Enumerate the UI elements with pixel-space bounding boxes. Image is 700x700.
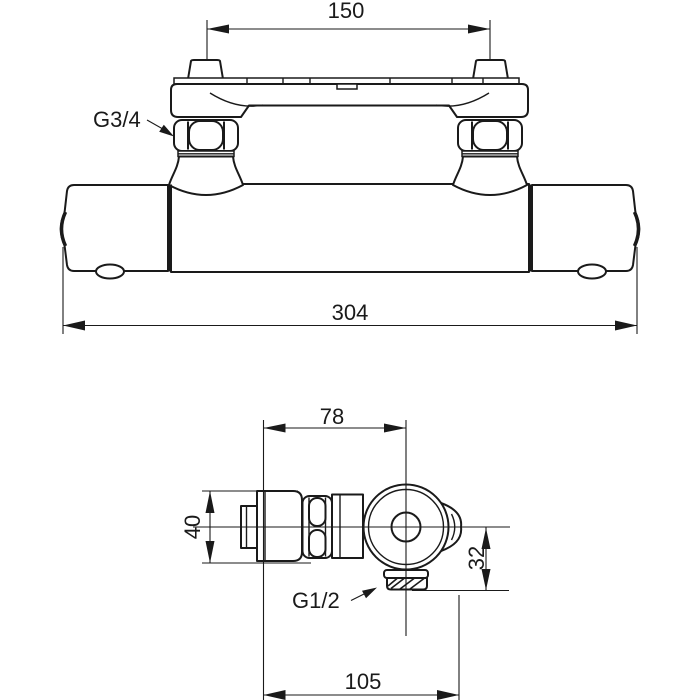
dim-304-label: 304 bbox=[332, 300, 369, 325]
g12-label: G1/2 bbox=[292, 588, 340, 613]
handle-knob-right bbox=[531, 184, 641, 272]
union-nut-left bbox=[173, 119, 239, 152]
arrowhead bbox=[437, 690, 459, 700]
dimension-40: 40 bbox=[180, 490, 311, 564]
dimension-304: 304 bbox=[62, 247, 638, 334]
union-nut-right bbox=[457, 119, 523, 152]
handle-button-right bbox=[577, 263, 607, 280]
wall-bar-notch bbox=[336, 83, 358, 90]
arrowhead bbox=[263, 690, 286, 700]
mounting-stub-right bbox=[472, 59, 509, 80]
wall-bar-contour-left bbox=[209, 92, 264, 107]
mounting-stub-left bbox=[187, 59, 224, 80]
dim-150-label: 150 bbox=[328, 0, 365, 23]
dim-78-label: 78 bbox=[320, 404, 344, 429]
arrowhead bbox=[481, 528, 491, 549]
arrowhead bbox=[205, 541, 215, 563]
inlet-connector-left bbox=[168, 155, 244, 196]
inlet-connector-right bbox=[452, 155, 528, 196]
arrowhead bbox=[362, 587, 377, 599]
side-connector bbox=[331, 493, 364, 559]
dim-32-label: 32 bbox=[464, 546, 489, 570]
wall-bar-ticks bbox=[246, 78, 484, 84]
arrowhead bbox=[205, 491, 215, 513]
arrowhead bbox=[63, 320, 85, 331]
dimension-32: 32 bbox=[412, 527, 509, 592]
wall-bar-contour-right bbox=[435, 92, 490, 107]
dim-40-label: 40 bbox=[180, 515, 205, 539]
handle-button-left bbox=[95, 263, 125, 280]
arrowhead bbox=[159, 124, 174, 137]
thread-hatching bbox=[387, 577, 425, 590]
arrowhead bbox=[384, 423, 406, 433]
arrowhead bbox=[263, 423, 286, 433]
dimension-150: 150 bbox=[206, 0, 491, 61]
g34-label: G3/4 bbox=[93, 107, 141, 132]
callout-g34: G3/4 bbox=[93, 107, 174, 137]
arrowhead bbox=[615, 320, 637, 331]
dimension-105: 105 bbox=[263, 595, 460, 700]
side-view: 78 40 32 G1/2 bbox=[180, 404, 510, 700]
arrowhead bbox=[207, 24, 229, 34]
arrowhead bbox=[481, 569, 491, 590]
callout-g12: G1/2 bbox=[292, 587, 377, 613]
mixer-body-tube bbox=[170, 183, 530, 273]
handle-knob-left bbox=[59, 184, 169, 272]
handle-end-dome-right bbox=[632, 211, 641, 247]
dimension-78: 78 bbox=[263, 404, 406, 433]
dim-105-label: 105 bbox=[345, 669, 382, 694]
front-view: 150 304 G3/4 bbox=[59, 0, 641, 334]
arrowhead bbox=[468, 24, 490, 34]
handle-end-dome-left bbox=[59, 211, 68, 247]
